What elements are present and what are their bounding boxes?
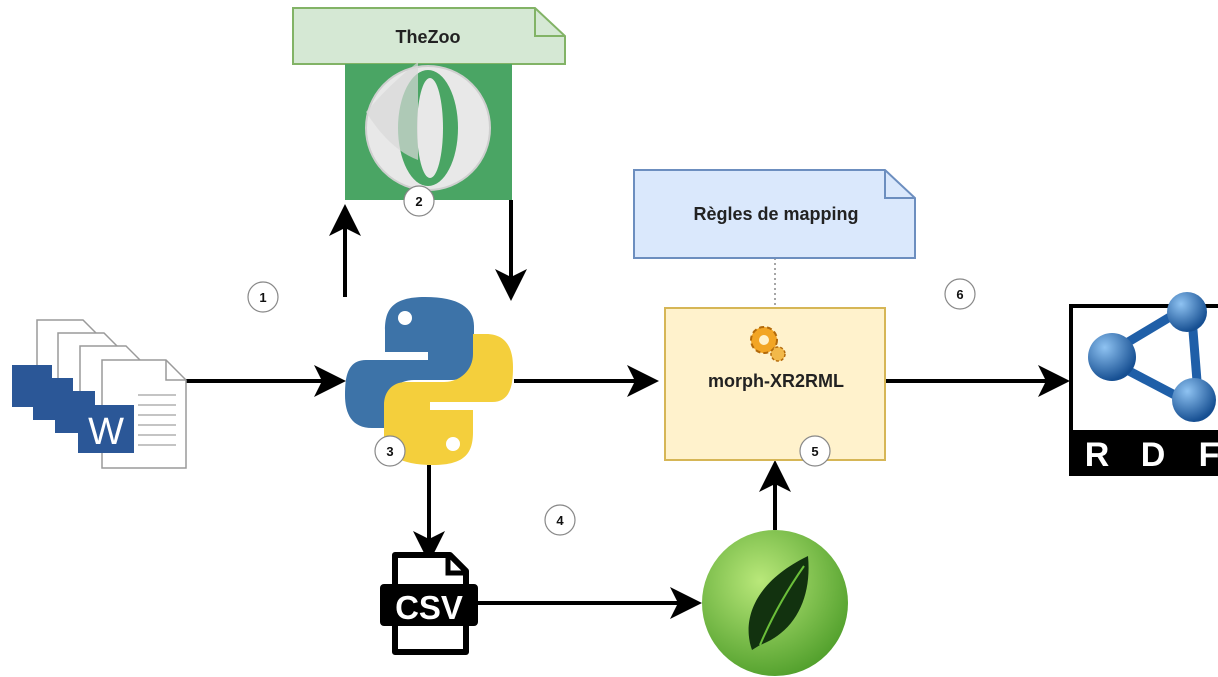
- thezoo-app-icon: [345, 62, 512, 200]
- csv-file-icon: CSV: [380, 552, 478, 655]
- csv-label: CSV: [395, 589, 463, 626]
- thezoo-note: TheZoo: [292, 7, 566, 65]
- gear-icon: [750, 326, 786, 362]
- python-logo: [345, 297, 513, 465]
- step-markers: 1 2 3 4 5 6: [247, 185, 976, 536]
- step-marker: 5: [799, 435, 831, 467]
- step-number: 6: [956, 287, 963, 302]
- morph-process-box: morph-XR2RML: [664, 307, 886, 461]
- mapping-rules-note: Règles de mapping: [633, 169, 916, 259]
- connectors: [185, 200, 1070, 619]
- rdf-letter-d: D: [1141, 436, 1166, 474]
- step-number: 3: [386, 444, 393, 459]
- word-documents: W: [12, 319, 187, 469]
- document-icon: W: [78, 359, 187, 469]
- rdf-logo: R D F: [1069, 292, 1218, 476]
- mongodb-icon: [702, 530, 848, 676]
- mapping-rules-label: Règles de mapping: [693, 204, 858, 224]
- rdf-letter-r: R: [1085, 436, 1110, 474]
- step-number: 5: [811, 444, 818, 459]
- rdf-letter-f: F: [1199, 436, 1218, 474]
- thezoo-label: TheZoo: [396, 27, 461, 47]
- word-badge-letter: W: [88, 411, 124, 453]
- morph-label: morph-XR2RML: [708, 371, 844, 391]
- step-marker: 1: [247, 281, 279, 313]
- step-marker: 4: [544, 504, 576, 536]
- word-badge: [78, 405, 134, 453]
- step-number: 1: [259, 290, 266, 305]
- step-marker: 6: [944, 278, 976, 310]
- step-marker: 2: [403, 185, 435, 217]
- step-marker: 3: [374, 435, 406, 467]
- step-number: 4: [556, 513, 564, 528]
- step-number: 2: [415, 194, 422, 209]
